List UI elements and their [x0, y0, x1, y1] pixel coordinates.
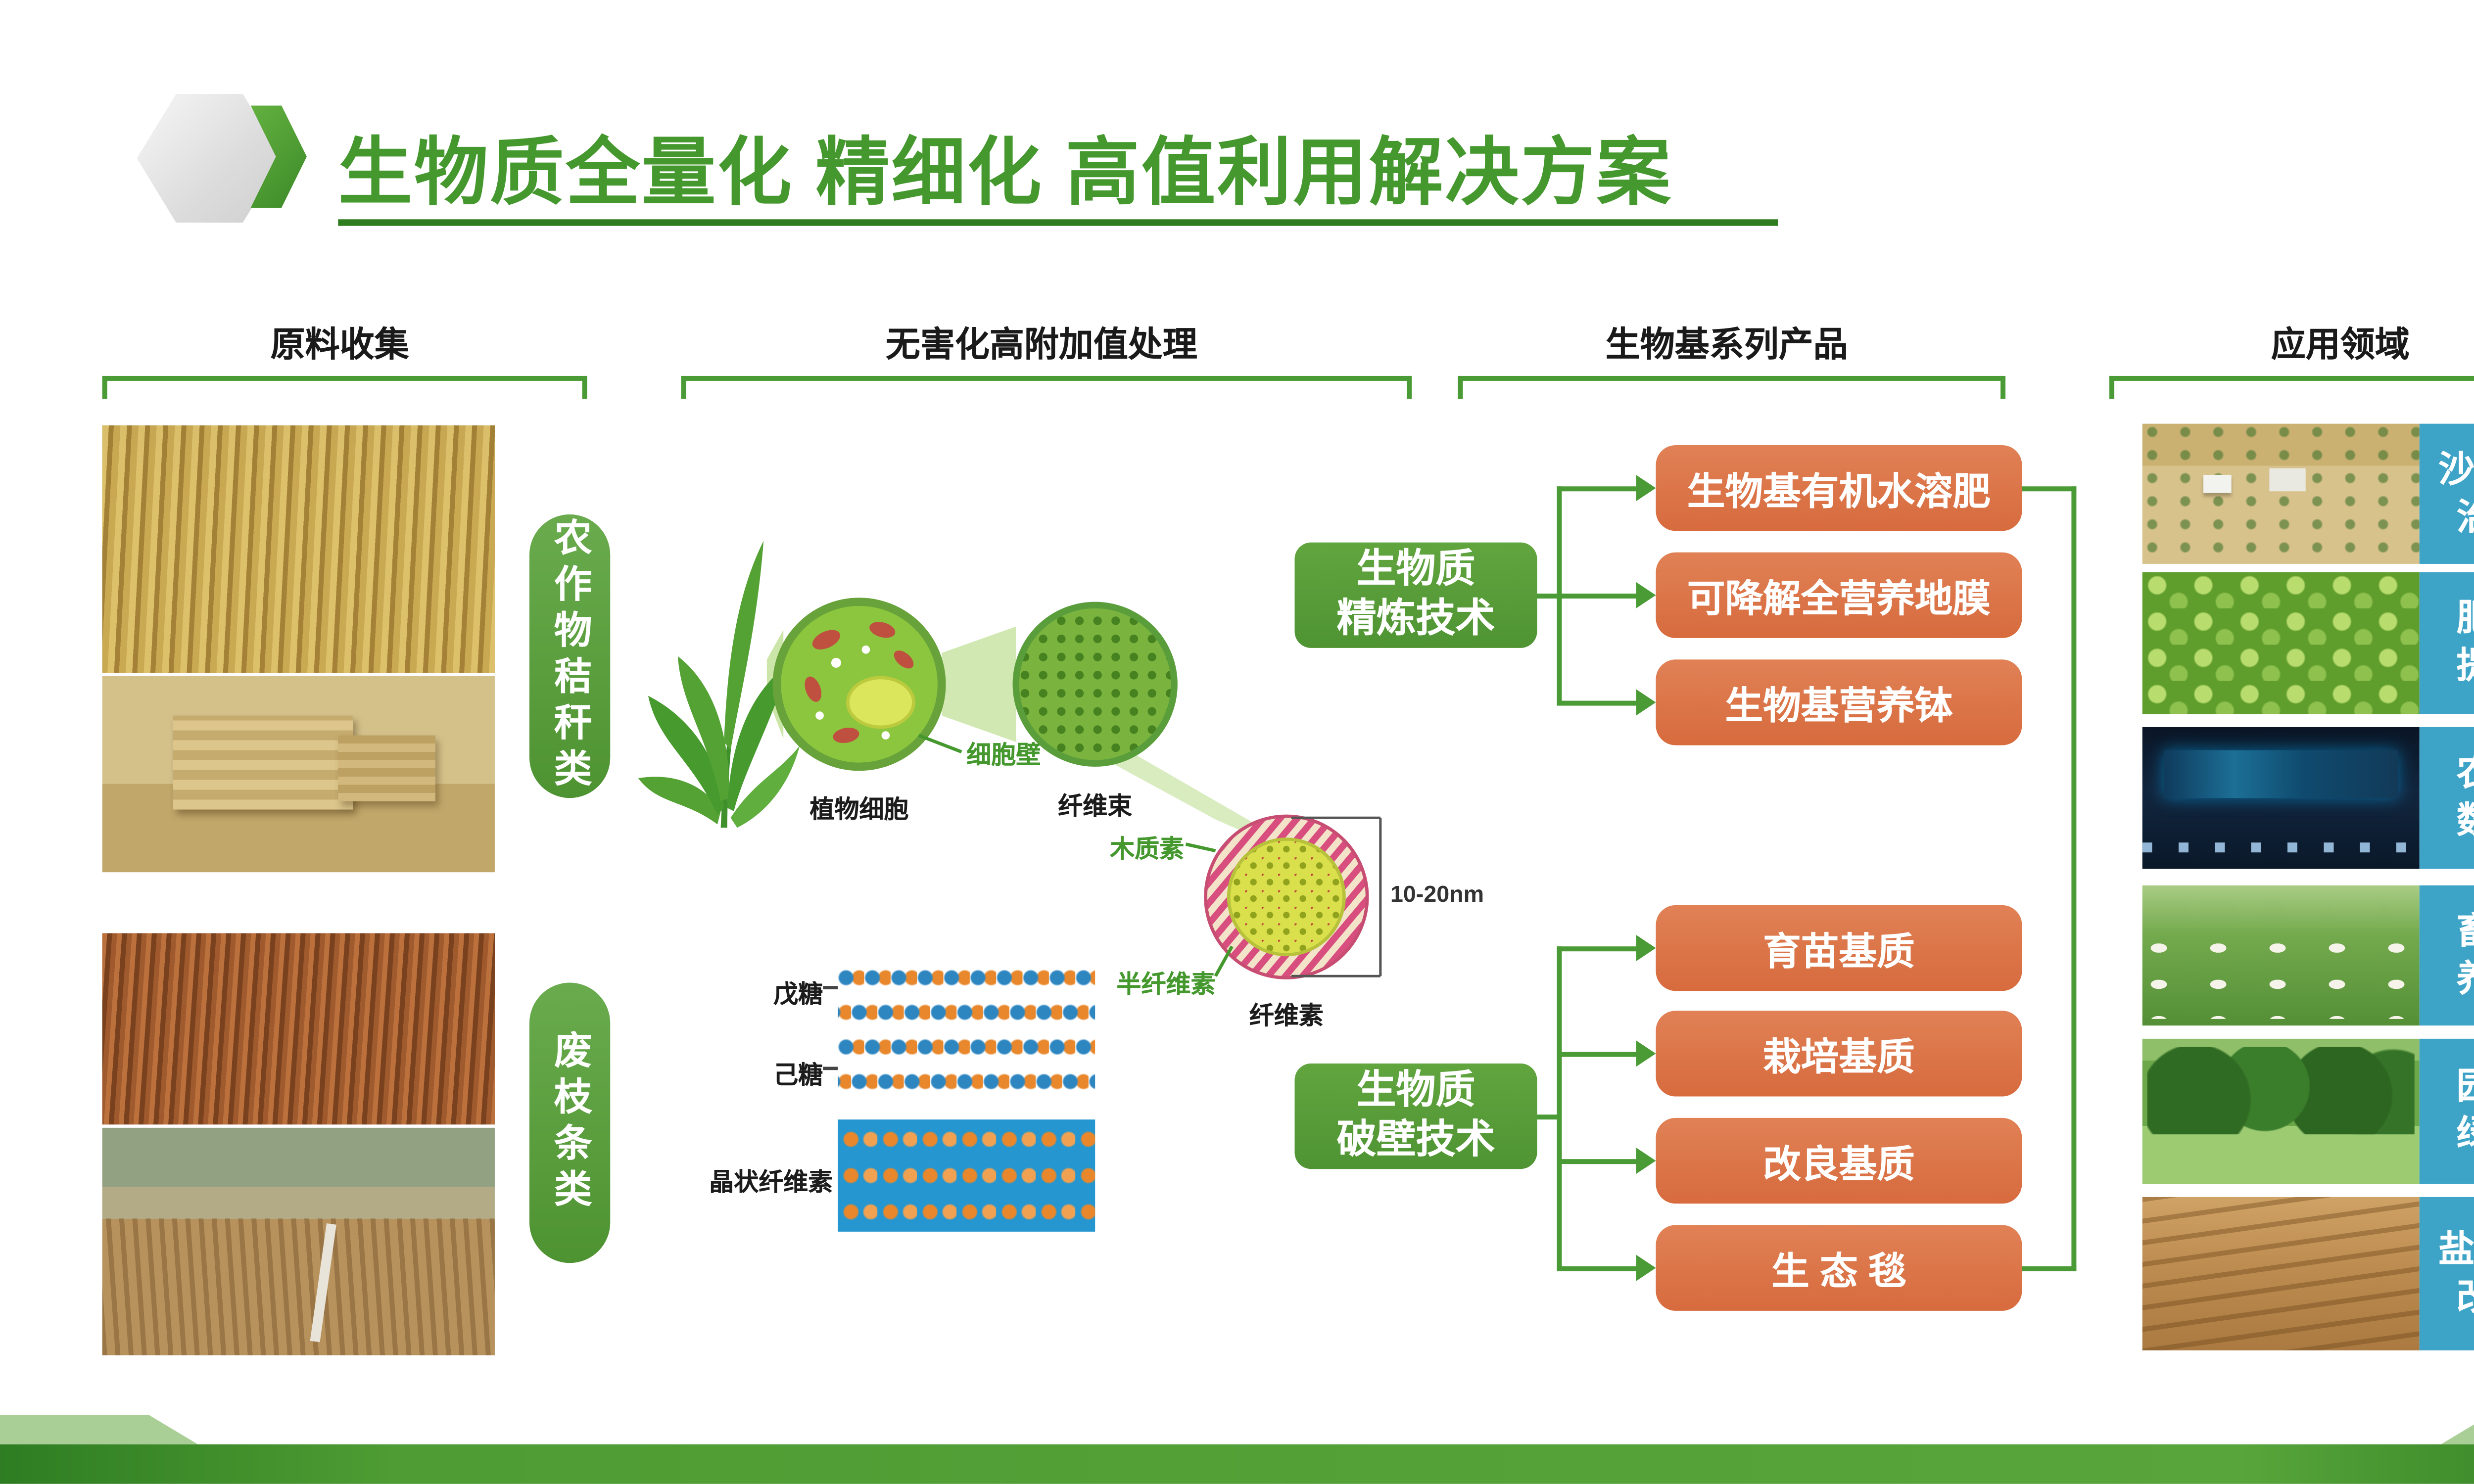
photo-orchard-prunings	[102, 1127, 495, 1355]
title-underline	[338, 219, 1778, 226]
connector-arrowhead	[1636, 1147, 1656, 1174]
label-plant-cell: 植物细胞	[809, 796, 909, 825]
connector-line	[2022, 486, 2077, 492]
processing-diagram: 细胞壁 植物细胞 纤维束 木质素 半纤维素 纤维素 10-20nm 戊糖 己糖 …	[635, 412, 1492, 1269]
tech-box-refining: 生物质 精炼技术	[1294, 542, 1537, 648]
connector-line	[1557, 593, 1636, 599]
photo-waste-branches	[102, 933, 495, 1125]
connector-arrowhead	[1636, 582, 1656, 608]
product-box-improvement-substrate: 改良基质	[1656, 1117, 2022, 1204]
section-header-products: 生物基系列产品	[1605, 326, 1848, 365]
label-crystalline-cellulose: 晶状纤维素	[709, 1169, 833, 1197]
label-fiber-bundle: 纤维束	[1058, 793, 1133, 821]
connector-line	[1557, 946, 1562, 1271]
label-cellulose: 纤维素	[1249, 1002, 1324, 1031]
bottom-bar-accent-right	[2441, 1414, 2474, 1444]
bracket-collection	[102, 375, 587, 399]
cellulose-microfibril-graphic	[1204, 814, 1369, 979]
label-lignin: 木质素	[1110, 835, 1185, 864]
fiber-bundle-graphic	[1012, 602, 1178, 767]
connector-arrowhead	[1636, 689, 1656, 716]
tech-box-wall-breaking: 生物质 破壁技术	[1294, 1063, 1537, 1169]
photo-desert-control	[2142, 423, 2420, 564]
photo-agriculture-data-center	[2142, 727, 2420, 869]
section-header-processing: 无害化高附加值处理	[885, 326, 1197, 365]
sugar-chain-row	[838, 1070, 1095, 1093]
application-label-livestock: 畜牧 养殖	[2419, 885, 2474, 1026]
bracket-applications	[2109, 375, 2474, 399]
page-title: 生物质全量化 精细化 高值利用解决方案	[338, 130, 1672, 215]
connector-line	[1557, 1159, 1636, 1164]
sugar-chain-row	[838, 966, 1095, 989]
pointer-lines	[918, 734, 1234, 977]
connector-arrowhead	[1636, 1040, 1656, 1067]
application-label-landscaping: 园林 绿化	[2419, 1038, 2474, 1184]
product-box-degradable-mulch-film: 可降解全营养地膜	[1656, 552, 2022, 638]
application-label-desertification: 沙漠化 治理	[2419, 423, 2474, 564]
bracket-processing	[681, 375, 1412, 399]
label-diameter: 10-20nm	[1390, 880, 1484, 907]
product-box-cultivation-substrate: 栽培基质	[1656, 1011, 2022, 1097]
bracket-products	[1458, 375, 2006, 399]
section-header-collection: 原料收集	[270, 326, 409, 365]
connector-arrowhead	[1636, 474, 1656, 502]
plant-cell-graphic	[772, 598, 946, 771]
connector-arrowhead	[1636, 934, 1656, 962]
sugar-chain-row	[838, 1035, 1095, 1059]
photo-saline-soil	[2142, 1197, 2420, 1350]
connector-line	[1557, 946, 1636, 952]
connector-line	[1537, 593, 1557, 599]
product-box-nutrient-bowl: 生物基营养钵	[1656, 659, 2022, 745]
scale-bracket	[1291, 816, 1382, 977]
connector-line	[1557, 1266, 1636, 1271]
pointer-tick	[823, 1067, 838, 1070]
product-box-water-soluble-fertilizer: 生物基有机水溶肥	[1656, 445, 2022, 531]
category-waste-branches: 废枝条类	[529, 982, 611, 1263]
connector-line	[1557, 1052, 1636, 1057]
photo-straw-bales	[102, 676, 495, 873]
label-hexose: 己糖	[773, 1062, 823, 1090]
product-box-seedling-substrate: 育苗基质	[1656, 905, 2022, 991]
photo-garden-greening	[2142, 1038, 2420, 1184]
sugar-chain-row	[838, 1001, 1095, 1024]
connector-line	[1557, 486, 1636, 492]
photo-corn-stalks	[102, 425, 495, 673]
processing-diagram-graphic	[638, 541, 1382, 979]
crystalline-cellulose-graphic	[838, 1119, 1095, 1232]
connector-line	[2022, 1266, 2077, 1271]
category-crop-straw: 农作物秸秆类	[529, 514, 611, 798]
application-label-saline-soil: 盐碱地 改良	[2419, 1197, 2474, 1350]
label-hemicellulose: 半纤维素	[1116, 971, 1216, 999]
connector-line	[1557, 700, 1636, 706]
label-pentose: 戊糖	[773, 981, 823, 1009]
application-label-agri-data: 农业 数据	[2419, 727, 2474, 869]
connector-line	[1537, 1114, 1557, 1120]
pointer-tick	[823, 986, 838, 989]
beam-cell-to-fiber	[942, 626, 1016, 742]
application-label-fertility: 肥力 提升	[2419, 572, 2474, 714]
bottom-bar-accent-left	[0, 1414, 198, 1444]
connector-arrowhead	[1636, 1254, 1656, 1281]
label-cell-wall: 细胞壁	[966, 742, 1041, 770]
photo-cabbage-field	[2142, 572, 2420, 714]
bottom-bar	[0, 1444, 2474, 1484]
product-box-eco-blanket: 生 态 毯	[1656, 1225, 2022, 1311]
photo-sheep-grazing	[2142, 885, 2420, 1026]
connector-line	[2071, 486, 2077, 1271]
section-header-applications: 应用领域	[2271, 326, 2410, 365]
